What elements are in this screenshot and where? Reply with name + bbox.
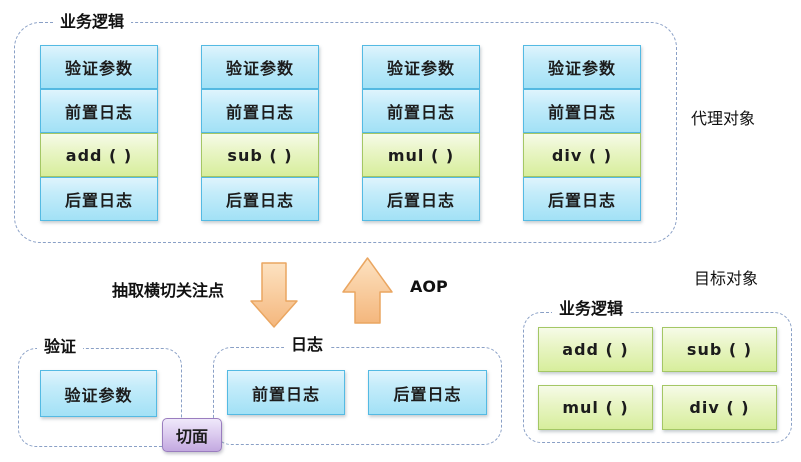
validate-params-box: 验证参数 (40, 45, 158, 89)
block-arrow-up-icon (342, 257, 393, 324)
add-method-box: add ( ) (538, 327, 653, 372)
proxy-column-add: 验证参数 前置日志 add ( ) 后置日志 (40, 45, 158, 221)
post-log-box: 后置日志 (362, 177, 480, 221)
proxy-column-mul: 验证参数 前置日志 mul ( ) 后置日志 (362, 45, 480, 221)
post-log-box: 后置日志 (523, 177, 641, 221)
pre-log-box: 前置日志 (227, 370, 345, 415)
sub-method-box: sub ( ) (201, 133, 319, 177)
target-container-label: 业务逻辑 (552, 299, 631, 319)
mul-method-box: mul ( ) (362, 133, 480, 177)
block-arrow-down-icon (250, 262, 298, 328)
validate-params-box: 验证参数 (362, 45, 480, 89)
log-container-label: 日志 (284, 335, 331, 355)
pre-log-box: 前置日志 (362, 89, 480, 133)
post-log-box: 后置日志 (201, 177, 319, 221)
log-container: 日志 (213, 335, 502, 445)
aop-label: AOP (410, 277, 448, 296)
validate-params-box: 验证参数 (523, 45, 641, 89)
target-object-label: 目标对象 (694, 269, 759, 288)
pre-log-box: 前置日志 (40, 89, 158, 133)
pre-log-box: 前置日志 (523, 89, 641, 133)
post-log-box: 后置日志 (368, 370, 487, 415)
target-container: 业务逻辑 (523, 299, 792, 443)
proxy-column-sub: 验证参数 前置日志 sub ( ) 后置日志 (201, 45, 319, 221)
extract-crosscut-label: 抽取横切关注点 (112, 281, 225, 300)
validation-container-label: 验证 (37, 337, 84, 357)
validation-container: 验证 (18, 337, 182, 447)
sub-method-box: sub ( ) (662, 327, 777, 372)
validate-params-box: 验证参数 (201, 45, 319, 89)
div-method-box: div ( ) (523, 133, 641, 177)
proxy-object-label: 代理对象 (691, 109, 756, 128)
pre-log-box: 前置日志 (201, 89, 319, 133)
proxy-container-label: 业务逻辑 (53, 12, 132, 32)
add-method-box: add ( ) (40, 133, 158, 177)
mul-method-box: mul ( ) (538, 385, 653, 430)
validate-params-box: 验证参数 (40, 370, 157, 417)
div-method-box: div ( ) (662, 385, 777, 430)
proxy-container: 业务逻辑 (14, 12, 677, 243)
post-log-box: 后置日志 (40, 177, 158, 221)
aspect-badge: 切面 (162, 418, 222, 452)
proxy-column-div: 验证参数 前置日志 div ( ) 后置日志 (523, 45, 641, 221)
